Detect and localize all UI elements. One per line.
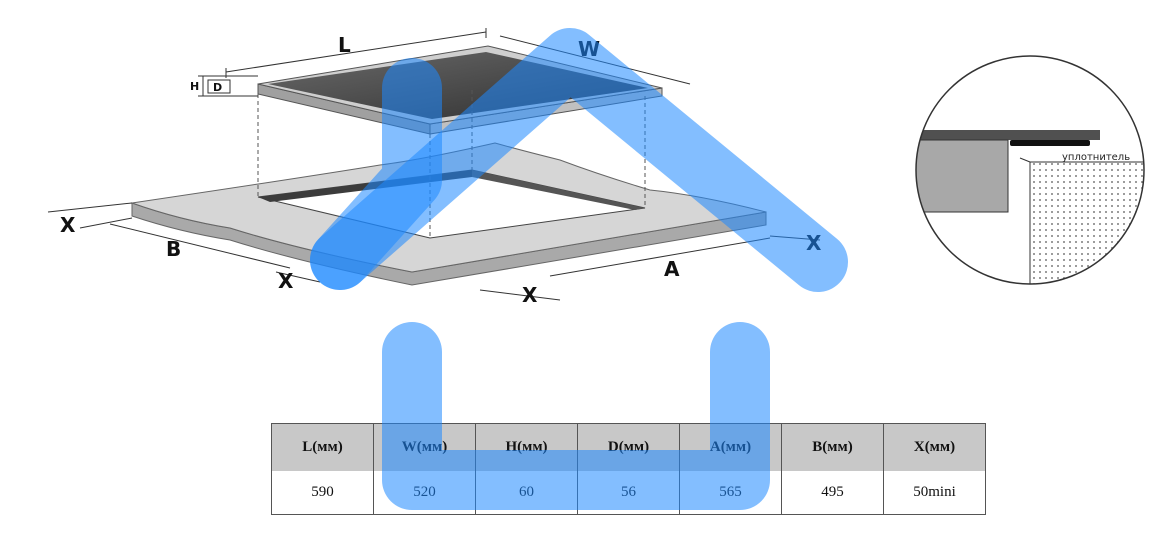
header-D: D(мм) (577, 423, 680, 471)
label-X-right: X (806, 231, 822, 255)
value-L: 590 (271, 471, 374, 515)
hob (257, 45, 663, 135)
label-A: A (664, 257, 680, 281)
label-H: H (190, 80, 199, 93)
detail-hob-body (916, 139, 1009, 213)
header-X: X(мм) (883, 423, 986, 471)
label-B: B (166, 237, 181, 261)
label-X-front-right: X (522, 283, 538, 307)
header-B: B(мм) (781, 423, 884, 471)
value-A: 565 (679, 471, 782, 515)
seal-label: уплотнитель (1062, 152, 1130, 163)
header-A: A(мм) (679, 423, 782, 471)
header-H: H(мм) (475, 423, 578, 471)
label-X-front-left: X (278, 269, 294, 293)
label-X-left: X (60, 213, 76, 237)
header-W: W(мм) (373, 423, 476, 471)
label-D: D (213, 81, 222, 94)
table-row: 590 520 60 56 565 495 50mini (271, 471, 986, 515)
value-D: 56 (577, 471, 680, 515)
seal-detail: уплотнитель (915, 55, 1145, 285)
table-header-row: L(мм) W(мм) H(мм) D(мм) A(мм) B(мм) X(мм… (271, 423, 986, 471)
value-B: 495 (781, 471, 884, 515)
detail-hob-plate (916, 130, 1100, 140)
value-H: 60 (475, 471, 578, 515)
detail-seal (1010, 140, 1090, 146)
header-L: L(мм) (271, 423, 374, 471)
label-W: W (578, 37, 600, 61)
detail-countertop (1029, 161, 1144, 284)
spec-table: L(мм) W(мм) H(мм) D(мм) A(мм) B(мм) X(мм… (271, 423, 986, 515)
value-X: 50mini (883, 471, 986, 515)
value-W: 520 (373, 471, 476, 515)
label-L: L (338, 33, 351, 57)
